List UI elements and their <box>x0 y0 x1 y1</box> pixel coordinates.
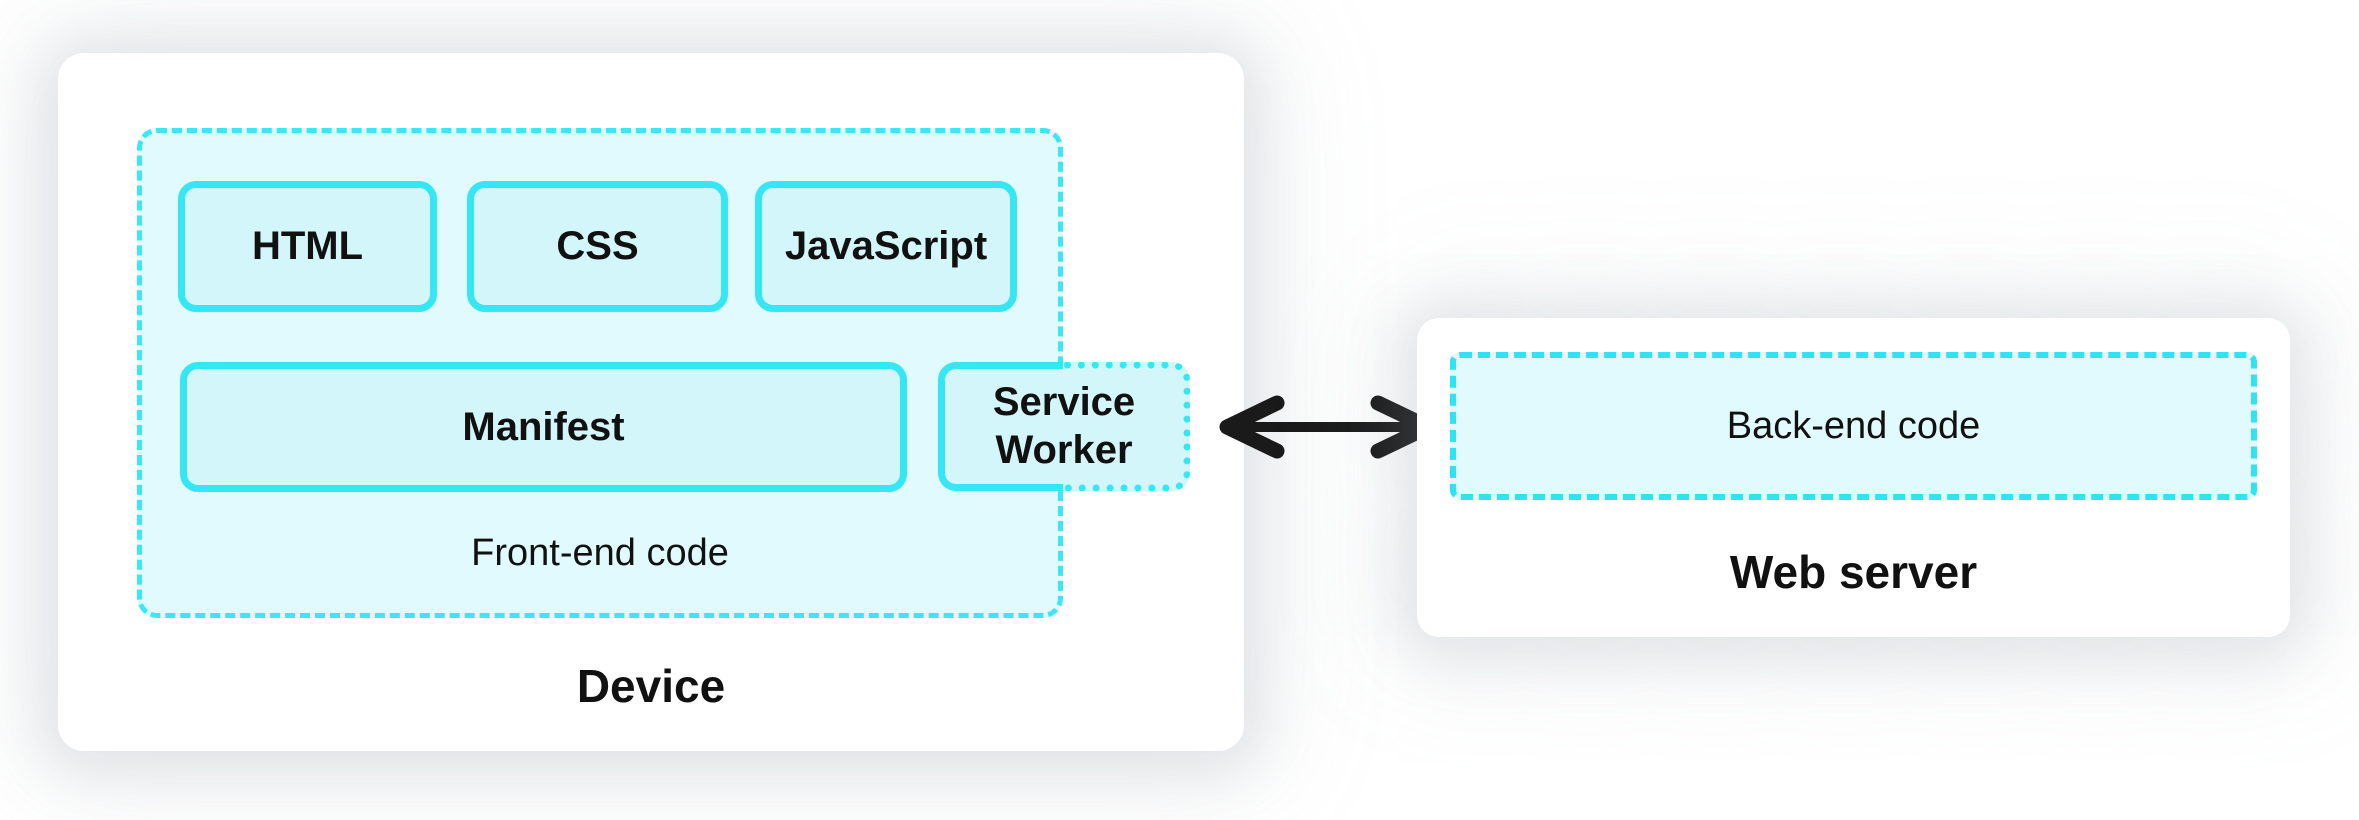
service-worker-box: Service Worker <box>938 362 1190 491</box>
service-worker-solid-border <box>938 362 1063 491</box>
html-box: HTML <box>178 181 437 312</box>
manifest-box-label: Manifest <box>462 404 625 449</box>
web-server-label: Web server <box>1729 546 1978 598</box>
manifest-box: Manifest <box>180 362 907 492</box>
frontend-code-label: Front-end code <box>471 532 729 574</box>
bidirectional-arrow-icon <box>1205 392 1445 462</box>
css-box: CSS <box>467 181 728 312</box>
service-worker-label: Service Worker <box>992 380 1136 472</box>
css-box-label: CSS <box>556 224 639 268</box>
backend-code-label: Back-end code <box>1726 404 1981 447</box>
device-label: Device <box>576 660 726 712</box>
backend-code-box: Back-end code <box>1450 352 2257 500</box>
html-box-label: HTML <box>251 224 364 268</box>
javascript-box: JavaScript <box>755 181 1017 312</box>
javascript-box-label: JavaScript <box>784 224 988 268</box>
